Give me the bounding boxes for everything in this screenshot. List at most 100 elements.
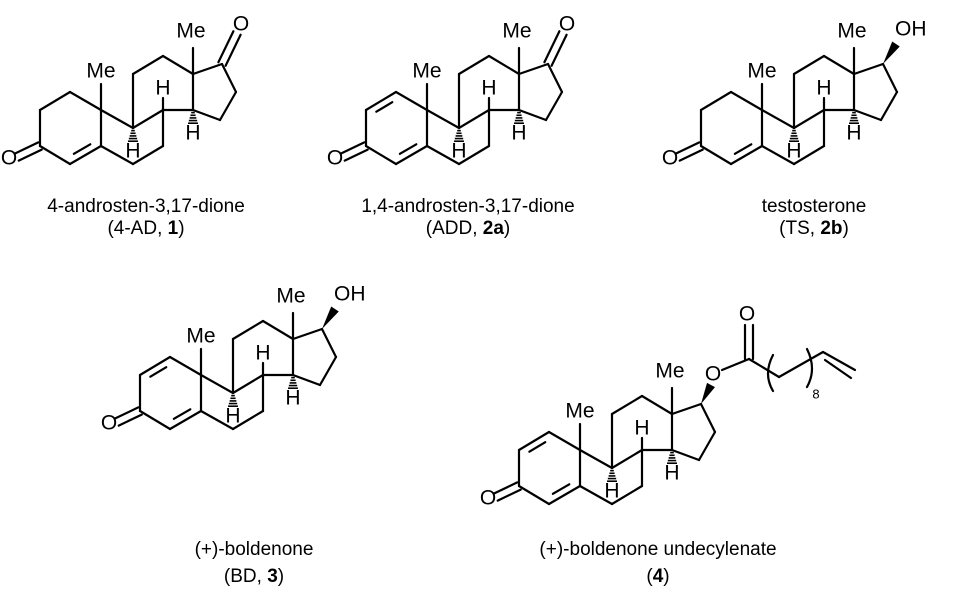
- ring-bond: [191, 62, 224, 76]
- oxygen-atom: O: [233, 13, 249, 36]
- compound-close: ): [663, 566, 669, 587]
- hydrogen-label: H: [846, 122, 861, 145]
- ring-double-bond: [172, 408, 192, 420]
- ring-double-bond: [149, 366, 168, 378]
- hydrogen-label: H: [664, 462, 679, 485]
- carbonyl-bond: [496, 488, 522, 502]
- ring-bond: [199, 409, 235, 431]
- ring-bond: [231, 409, 265, 431]
- ring-bond: [291, 373, 322, 387]
- wedge-bond: [883, 41, 900, 64]
- ring-bond: [881, 62, 899, 94]
- oxygen-atom: O: [559, 13, 575, 36]
- compound-close: ): [843, 218, 849, 239]
- compound-name: 4-androsten-3,17-dione: [47, 196, 245, 217]
- hydrogen-label: H: [481, 77, 496, 100]
- hydrogen-label: H: [285, 387, 300, 410]
- hashed-bond: [514, 111, 524, 125]
- oxygen-atom: O: [327, 147, 343, 170]
- ring-bond: [168, 409, 203, 431]
- compound-abbr: (BD,: [224, 566, 267, 587]
- compound-abbr: (: [646, 566, 653, 587]
- ring-bond: [318, 355, 338, 387]
- ring-bond: [699, 90, 733, 112]
- ring-bond: [364, 90, 398, 112]
- ring-bond: [131, 54, 165, 76]
- ring-bond: [792, 144, 826, 166]
- hashed-bond: [849, 111, 859, 125]
- ring-bond: [99, 144, 135, 166]
- carbonyl-bond: [117, 413, 143, 427]
- ring-bond: [852, 108, 883, 122]
- wedge-bond: [701, 382, 715, 404]
- ring-bond: [168, 355, 203, 377]
- ring-bond: [578, 448, 614, 470]
- ester-oxygen-atom: O: [705, 363, 721, 386]
- carbonyl-bond: [224, 33, 242, 67]
- vinyl-bond: [821, 350, 857, 372]
- ring-bond: [161, 54, 195, 76]
- ring-bond: [320, 327, 338, 359]
- ring-bond: [729, 90, 764, 112]
- carbonyl-bond: [543, 30, 561, 64]
- carbonyl-bond: [17, 148, 43, 162]
- wedge-bond: [322, 306, 339, 329]
- hydrogen-label: H: [786, 140, 801, 163]
- ring-bond: [610, 484, 644, 506]
- ring-bond: [760, 144, 796, 166]
- carbonyl-bond: [217, 30, 235, 64]
- compound-name: 1,4-androsten-3,17-dione: [361, 196, 574, 217]
- ring-bond: [218, 90, 238, 122]
- methyl-label: Me: [276, 285, 305, 308]
- methyl-label: Me: [176, 20, 205, 43]
- ring-bond: [792, 54, 826, 76]
- compound-id: (4): [646, 566, 669, 587]
- ring-bond: [487, 54, 521, 76]
- compound-name: (+)-boldenone: [195, 539, 314, 560]
- ring-bond: [394, 90, 429, 112]
- ring-bond: [547, 430, 582, 452]
- ring-bond: [138, 355, 172, 377]
- carbonyl-bond: [14, 141, 40, 155]
- carbonyl-bond: [493, 481, 519, 495]
- oxygen-atom: O: [480, 487, 496, 510]
- vinyl-double-bond: [823, 358, 853, 380]
- chain-bond: [747, 357, 781, 379]
- ring-bond: [852, 62, 885, 76]
- ring-double-bond: [375, 101, 394, 113]
- ring-bond: [699, 402, 717, 434]
- ester-bond: [720, 357, 751, 372]
- compound-id: (TS, 2b): [779, 218, 849, 239]
- ring-bond: [261, 319, 295, 341]
- ring-bond: [191, 108, 222, 122]
- ring-bond: [610, 394, 644, 416]
- ring-bond: [425, 144, 461, 166]
- carbonyl-bond: [550, 33, 568, 67]
- chain-bond: [777, 350, 825, 379]
- ring-bond: [457, 108, 491, 130]
- ring-bond: [670, 448, 701, 462]
- hashed-bond: [128, 129, 138, 143]
- hydroxyl-label: OH: [895, 18, 927, 41]
- ring-bond: [99, 108, 135, 130]
- ring-bond: [38, 144, 72, 166]
- compound-abbr: (ADD,: [426, 218, 483, 239]
- ring-bond: [729, 144, 764, 166]
- ring-bond: [457, 144, 491, 166]
- hydroxyl-label: OH: [334, 283, 366, 306]
- ring-bond: [517, 62, 550, 76]
- oxygen-atom: O: [101, 412, 117, 435]
- ring-bond: [199, 373, 235, 395]
- compound-number: 2a: [483, 218, 505, 239]
- ring-bond: [425, 108, 461, 130]
- ring-bond: [394, 144, 429, 166]
- methyl-label: Me: [565, 400, 594, 423]
- ring-double-bond: [398, 143, 418, 155]
- ring-bond: [38, 90, 72, 112]
- ring-bond: [68, 144, 103, 166]
- repeat-count: 8: [812, 386, 819, 401]
- compound-number: 3: [267, 566, 278, 587]
- hashed-bond: [789, 129, 799, 143]
- ring-bond: [517, 430, 551, 452]
- compound-number: 4: [653, 566, 664, 587]
